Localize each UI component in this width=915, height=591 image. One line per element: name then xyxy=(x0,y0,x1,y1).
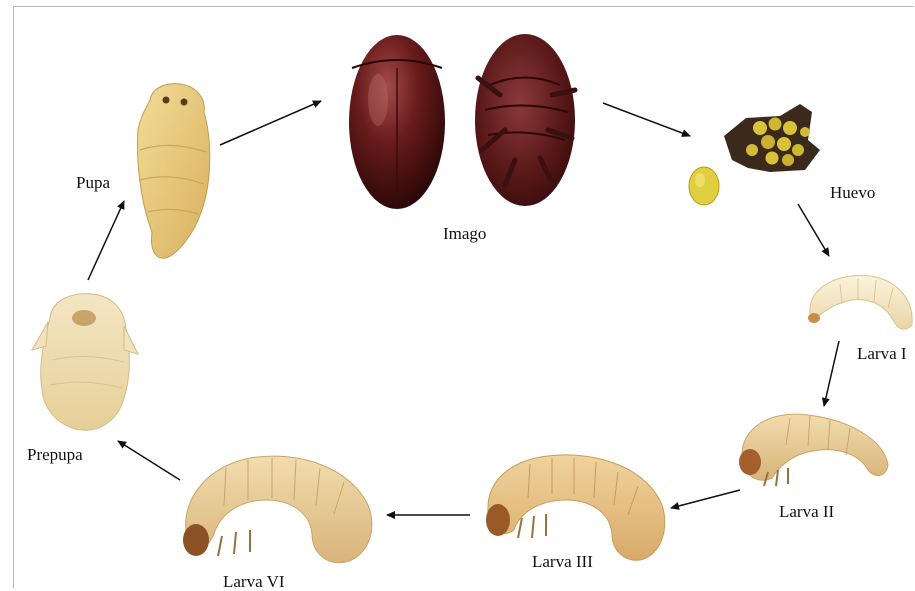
label-larva-6: Larva VI xyxy=(223,573,285,590)
label-imago: Imago xyxy=(443,225,486,242)
larva-3-image xyxy=(486,455,665,560)
arrow-larva-2-to-larva-3 xyxy=(671,490,740,508)
larva-6-image xyxy=(183,456,372,563)
arrow-larva-1-to-larva-2 xyxy=(824,341,839,406)
label-larva-3: Larva III xyxy=(532,553,593,570)
pupa-image xyxy=(138,84,210,259)
imago-ventral-image xyxy=(475,34,575,206)
imago-dorsal-image xyxy=(349,35,445,209)
arrow-pupa-to-imago xyxy=(220,101,321,145)
arrow-imago-to-huevo xyxy=(603,103,690,136)
huevo-single-egg-image xyxy=(689,167,719,205)
label-huevo: Huevo xyxy=(830,184,875,201)
larva-2-image xyxy=(739,414,888,486)
label-prepupa: Prepupa xyxy=(27,446,83,463)
arrow-huevo-to-larva-1 xyxy=(798,204,829,256)
label-larva-2: Larva II xyxy=(779,503,834,520)
prepupa-image xyxy=(32,294,138,431)
label-larva-1: Larva I xyxy=(857,345,907,362)
huevo-egg-mass-image xyxy=(724,104,820,172)
arrow-prepupa-to-pupa xyxy=(88,201,124,280)
larva-1-image xyxy=(808,275,912,329)
arrow-larva-6-to-prepupa xyxy=(118,441,180,480)
label-pupa: Pupa xyxy=(76,174,110,191)
